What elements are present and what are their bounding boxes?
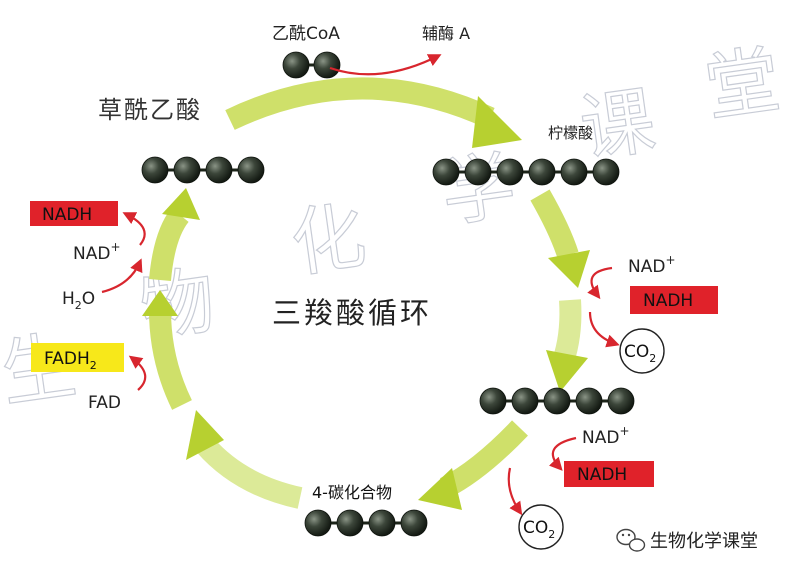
carbon-atom xyxy=(496,158,524,186)
coa-release-arrow xyxy=(329,54,442,76)
nad-arrow-right-2 xyxy=(548,436,577,471)
cycle-arrow-top xyxy=(225,77,495,130)
molecule-oxaloacetate xyxy=(141,156,265,184)
carbon-atom xyxy=(592,158,620,186)
co2-label-right-2: CO2 xyxy=(523,518,555,541)
carbon-atom xyxy=(313,51,341,79)
molecule-c4 xyxy=(304,509,428,537)
cycle-arrow-bottom-head xyxy=(418,468,462,510)
nad-arrow-right-1 xyxy=(587,266,613,300)
nad-plus-label-left: NAD+ xyxy=(73,240,121,264)
carbon-atom xyxy=(479,387,507,415)
nadh-box-right-1 xyxy=(630,286,718,314)
cycle-arrow-right-lower xyxy=(554,299,582,358)
carbon-atom xyxy=(432,158,460,186)
coa-label: 辅酶 A xyxy=(422,24,470,43)
nad-arrow-left xyxy=(122,212,146,246)
carbon-atom xyxy=(511,387,539,415)
co2-label-right-1: CO2 xyxy=(624,342,656,365)
watermark-char-2: 物 xyxy=(135,258,220,353)
molecule-citrate xyxy=(432,158,620,186)
carbon-atom xyxy=(237,156,265,184)
h2o-arrow-left xyxy=(101,258,143,294)
c4-compound-label: 4-碳化合物 xyxy=(312,483,392,502)
carbon-atom xyxy=(173,156,201,184)
nad-plus-label-right-2: NAD+ xyxy=(582,424,630,448)
nadh-label-right-1: NADH xyxy=(643,291,693,311)
watermark-char-6: 堂 xyxy=(700,37,785,132)
carbon-atom xyxy=(575,387,603,415)
h2o-label-left: H2O xyxy=(62,289,95,312)
co2-arrow-right-1 xyxy=(588,311,620,348)
nad-plus-label-right-1: NAD+ xyxy=(628,253,676,277)
cycle-arrow-left-head xyxy=(142,290,178,316)
cycle-arrow-right-head xyxy=(548,250,590,288)
carbon-atom xyxy=(336,509,364,537)
red-arrows xyxy=(101,54,620,516)
cycle-arrow-lower-left xyxy=(196,437,303,509)
carbon-atom xyxy=(368,509,396,537)
carbon-atom xyxy=(282,51,310,79)
footer-text: 生物化学课堂 xyxy=(650,531,758,552)
watermark-char-5: 课 xyxy=(575,78,660,173)
nadh-label-right-2: NADH xyxy=(577,465,627,485)
carbon-atom xyxy=(543,387,571,415)
carbon-atom xyxy=(304,509,332,537)
fad-label-left: FAD xyxy=(88,393,121,413)
cycle-arrow-lower-left-head xyxy=(186,410,224,460)
cycle-arrow-upper-left-head xyxy=(162,188,200,220)
nadh-box-right-2 xyxy=(564,461,654,487)
cycle-arrow-left xyxy=(149,309,192,410)
wechat-icon xyxy=(616,528,646,552)
molecule-acetyl-coa xyxy=(282,51,341,79)
fadh2-label-left: FADH2 xyxy=(44,349,97,372)
cycle-arrow-right-lower-head xyxy=(546,350,588,392)
nadh-box-left xyxy=(30,201,118,226)
molecule-five-carbon xyxy=(479,387,635,415)
oxaloacetate-label: 草酰乙酸 xyxy=(98,96,202,124)
carbon-atom xyxy=(607,387,635,415)
watermark-char-4: 学 xyxy=(436,143,521,238)
carbon-atom xyxy=(464,158,492,186)
carbon-atom xyxy=(560,158,588,186)
co2-circle-right-2 xyxy=(518,504,564,550)
watermark-char-3: 化 xyxy=(286,193,371,288)
nadh-label-left: NADH xyxy=(42,205,92,225)
acetyl-coa-label: 乙酰CoA xyxy=(272,24,340,44)
cycle-arrow-top-head xyxy=(472,96,522,148)
citrate-label: 柠檬酸 xyxy=(548,124,593,142)
cycle-title: 三羧酸循环 xyxy=(272,296,432,330)
carbon-atom xyxy=(205,156,233,184)
footer-watermark: 生物化学课堂 xyxy=(616,528,758,552)
carbon-atom xyxy=(400,509,428,537)
carbon-atom xyxy=(141,156,169,184)
co2-arrow-right-2 xyxy=(507,467,523,516)
co2-circle-right-1 xyxy=(619,328,665,374)
cycle-arrow-right xyxy=(530,189,579,259)
watermark: 生 物 化 学 课 堂 xyxy=(0,36,786,418)
fadh2-box-left xyxy=(31,343,124,372)
cycle-arrow-upper-left xyxy=(149,208,189,282)
cycle-arrows xyxy=(142,77,590,510)
carbon-atom xyxy=(528,158,556,186)
fad-arrow-left xyxy=(128,355,147,391)
